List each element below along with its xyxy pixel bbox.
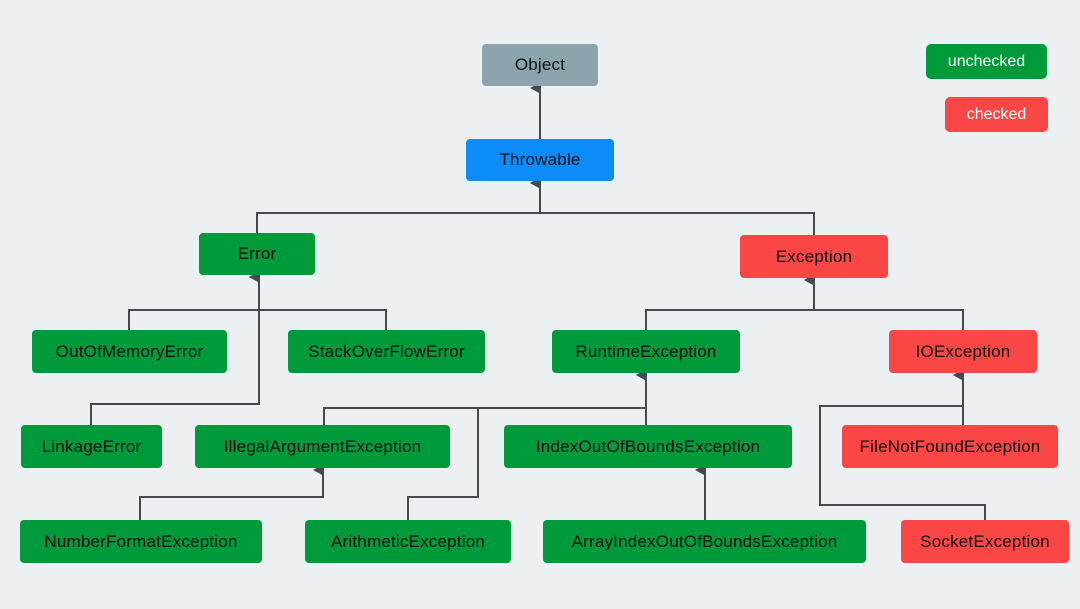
node-io-exception: IOException	[889, 330, 1037, 373]
edge-arithmetic-exception-to-runtime-exception	[407, 369, 647, 520]
edge-stack-over-flow-error-to-error	[249, 271, 387, 330]
node-exception: Exception	[740, 235, 888, 278]
legend-checked: checked	[945, 97, 1048, 132]
edge-runtime-exception-to-exception	[645, 274, 815, 330]
edge-exception-to-throwable	[530, 177, 815, 235]
edge-number-format-exception-to-illegal-argument-exception	[139, 464, 324, 520]
edge-socket-exception-to-io-exception	[819, 369, 986, 520]
node-throwable: Throwable	[466, 139, 614, 181]
node-runtime-exception: RuntimeException	[552, 330, 740, 373]
node-arithmetic-exception: ArithmeticException	[305, 520, 511, 563]
edge-error-to-throwable	[256, 177, 541, 233]
edge-out-of-memory-error-to-error	[128, 271, 260, 330]
node-illegal-argument-exception: IllegalArgumentException	[195, 425, 450, 468]
edge-illegal-argument-exception-to-runtime-exception	[323, 369, 647, 425]
node-stack-over-flow-error: StackOverFlowError	[288, 330, 485, 373]
node-file-not-found-exception: FileNotFoundException	[842, 425, 1058, 468]
node-array-index-out-of-bounds-exception: ArrayIndexOutOfBoundsException	[543, 520, 866, 563]
edge-io-exception-to-exception	[804, 274, 964, 330]
node-out-of-memory-error: OutOfMemoryError	[32, 330, 227, 373]
node-linkage-error: LinkageError	[21, 425, 162, 468]
node-object: Object	[482, 44, 598, 86]
node-socket-exception: SocketException	[901, 520, 1069, 563]
edge-linkage-error-to-error	[90, 271, 260, 425]
node-index-out-of-bounds-exception: IndexOutOfBoundsException	[504, 425, 792, 468]
legend-unchecked: unchecked	[926, 44, 1047, 79]
node-number-format-exception: NumberFormatException	[20, 520, 262, 563]
node-error: Error	[199, 233, 315, 275]
